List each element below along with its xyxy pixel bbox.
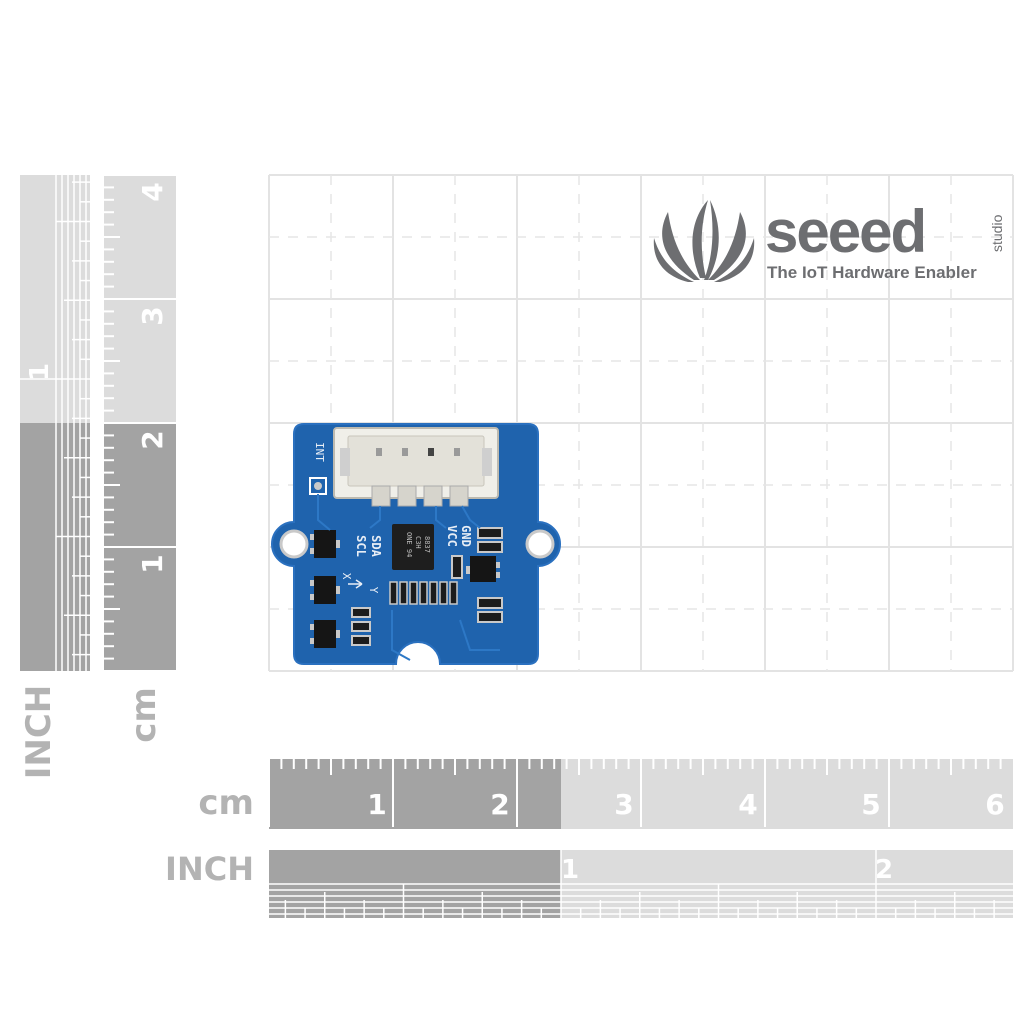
bottom-cm-number-3: 3 [614, 788, 633, 821]
silkscreen-sda: SDA [369, 535, 383, 557]
bottom-cm-number-4: 4 [738, 788, 757, 821]
mounting-hole-right [525, 529, 555, 559]
silkscreen-int: INT [313, 442, 326, 462]
bottom-inch-ruler: 1 2 [269, 850, 1013, 918]
pcb-pad [429, 581, 438, 605]
pcb-pad [419, 581, 428, 605]
bottom-cm-number-2: 2 [490, 788, 509, 821]
smd-components [310, 527, 503, 648]
pad-row [389, 581, 458, 605]
pcb-pad [409, 581, 418, 605]
seeed-logo: seeed studio The IoT Hardware Enabler [653, 198, 1005, 282]
chip-marking-1: 8837 [423, 536, 431, 553]
bottom-cm-ruler: 1 2 3 4 5 6 [268, 759, 1013, 829]
left-inch-number-1: 1 [25, 363, 55, 381]
left-cm-label: cm [124, 687, 164, 743]
left-cm-ruler: 4 3 2 1 [104, 174, 176, 672]
grove-sensor-board: INT SDA SCL GND VCC X Y 8837 C3H ONE 94 [271, 423, 561, 665]
silkscreen-gnd: GND [459, 525, 473, 547]
grove-connector [333, 427, 499, 507]
pcb-pad [449, 581, 458, 605]
silkscreen-y: Y [367, 587, 380, 594]
left-cm-number-1: 1 [136, 554, 169, 573]
left-inch-label: INCH [19, 685, 59, 780]
chip-marking-2: C3H [414, 536, 422, 549]
seeed-wordmark: seeed [765, 198, 925, 265]
bottom-inch-number-1: 1 [561, 855, 579, 885]
left-inch-ruler: 1 [20, 175, 90, 671]
pcb-traces [317, 494, 500, 661]
accelerometer-chip: 8837 C3H ONE 94 [392, 524, 434, 570]
silkscreen-vcc: VCC [445, 525, 459, 547]
seeed-leaf-icon [653, 200, 755, 282]
pcb-pad [439, 581, 448, 605]
seeed-tagline: The IoT Hardware Enabler [767, 263, 977, 282]
bottom-inch-label: INCH [165, 850, 254, 888]
bottom-cm-label: cm [198, 783, 254, 823]
bottom-cm-number-6: 6 [985, 788, 1004, 821]
chip-marking-3: ONE 94 [405, 532, 413, 557]
bottom-cm-number-1: 1 [367, 788, 386, 821]
mounting-hole-left [279, 529, 309, 559]
bottom-cm-number-5: 5 [861, 788, 880, 821]
silkscreen-x: X [340, 573, 353, 580]
seeed-studio-label: studio [989, 214, 1005, 252]
left-cm-number-2: 2 [136, 430, 169, 449]
left-cm-number-3: 3 [136, 306, 169, 325]
bottom-inch-number-2: 2 [875, 855, 893, 885]
pcb-pad [399, 581, 408, 605]
pcb-pad [389, 581, 398, 605]
silkscreen-scl: SCL [354, 535, 368, 557]
left-cm-number-4: 4 [136, 182, 169, 201]
